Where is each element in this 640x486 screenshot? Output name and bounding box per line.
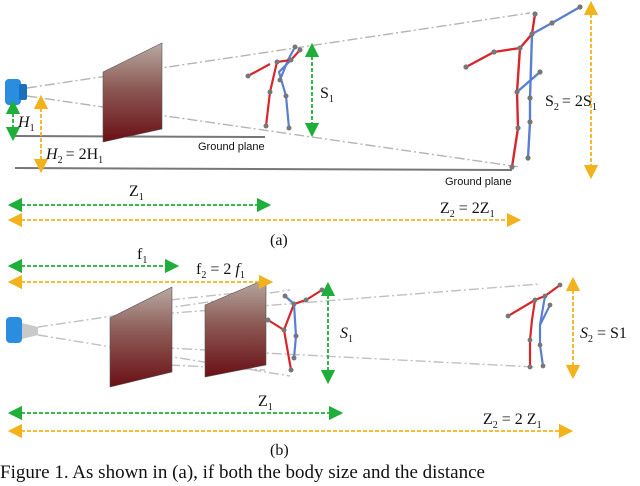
panel-b: f1 f2 = 2 f1 S1 S2 = S1 Z1 Z2 = 2 Z1 (b): [6, 246, 627, 459]
h1-label: H1: [17, 114, 35, 134]
f2-label: f2 = 2 f1: [196, 261, 245, 281]
s1-label: S1: [320, 85, 334, 105]
panel-a-label: (a): [270, 232, 288, 249]
image-plane: [102, 42, 163, 143]
s1-label-b: S1: [340, 325, 353, 345]
s2-label: S2= 2S1: [545, 93, 597, 113]
image-plane-2: [204, 278, 267, 378]
ground-plane-line-2: [14, 167, 513, 171]
z2-label: Z2 = 2Z1: [440, 200, 495, 220]
h2-label: H2= 2H1: [45, 146, 103, 166]
z1-label: Z1: [129, 183, 144, 203]
s2-label-b: S2 = S1: [580, 325, 627, 345]
panel-b-label: (b): [270, 442, 289, 459]
ground-plane-line-1: [14, 135, 266, 138]
camera-icon-b: [6, 317, 38, 343]
f1-label: f1: [137, 246, 147, 266]
perspective-rays: [26, 12, 531, 168]
ground-plane-label-1: Ground plane: [198, 141, 265, 153]
skeleton-large: [463, 4, 583, 170]
z1-label-b: Z1: [258, 393, 273, 413]
camera-icon: [5, 79, 27, 105]
image-plane-1: [109, 286, 173, 388]
z2-label-b: Z2 = 2 Z1: [483, 411, 542, 431]
skeleton-small: [245, 44, 303, 131]
panel-a: Ground plane Ground plane: [5, 0, 599, 249]
skeleton-far: [505, 282, 563, 370]
ground-plane-label-2: Ground plane: [445, 176, 512, 188]
skeleton-near: [265, 287, 325, 373]
figure-caption: Figure 1. As shown in (a), if both the b…: [0, 462, 485, 483]
